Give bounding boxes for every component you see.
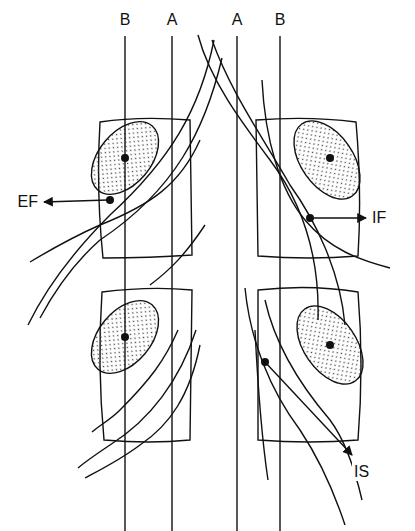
line-label: B (273, 11, 288, 29)
screw-point (121, 154, 129, 162)
nerve-root (92, 330, 178, 432)
entry-point (261, 358, 269, 366)
entry-point (306, 214, 314, 222)
leader-arrow (310, 217, 366, 218)
reference-line (279, 36, 280, 531)
leader-arrow (44, 200, 108, 202)
nerve-root (198, 35, 318, 320)
pedicle-oval (283, 294, 376, 396)
nerve-root (212, 40, 345, 325)
line-label: A (165, 11, 180, 29)
nerve-root (28, 40, 214, 325)
reference-line (236, 36, 237, 531)
nerve-root (30, 140, 200, 262)
reference-line (171, 36, 172, 531)
callout-label: IF (370, 209, 388, 227)
screw-point (326, 341, 334, 349)
screw-point (326, 154, 334, 162)
pedicle-oval (280, 109, 373, 211)
line-label: B (118, 11, 133, 29)
nerve-root (85, 345, 200, 478)
nerve-root (262, 80, 390, 268)
nerve-root (40, 58, 222, 318)
line-label: A (230, 11, 245, 29)
callout-label: EF (16, 193, 40, 211)
screw-point (121, 333, 129, 341)
nerve-root (245, 288, 345, 525)
nerve-root (255, 330, 268, 480)
leader-arrow (265, 362, 352, 455)
callout-label: IS (352, 463, 371, 481)
nerve-root (150, 225, 205, 285)
reference-line (124, 36, 125, 531)
entry-point (106, 196, 114, 204)
